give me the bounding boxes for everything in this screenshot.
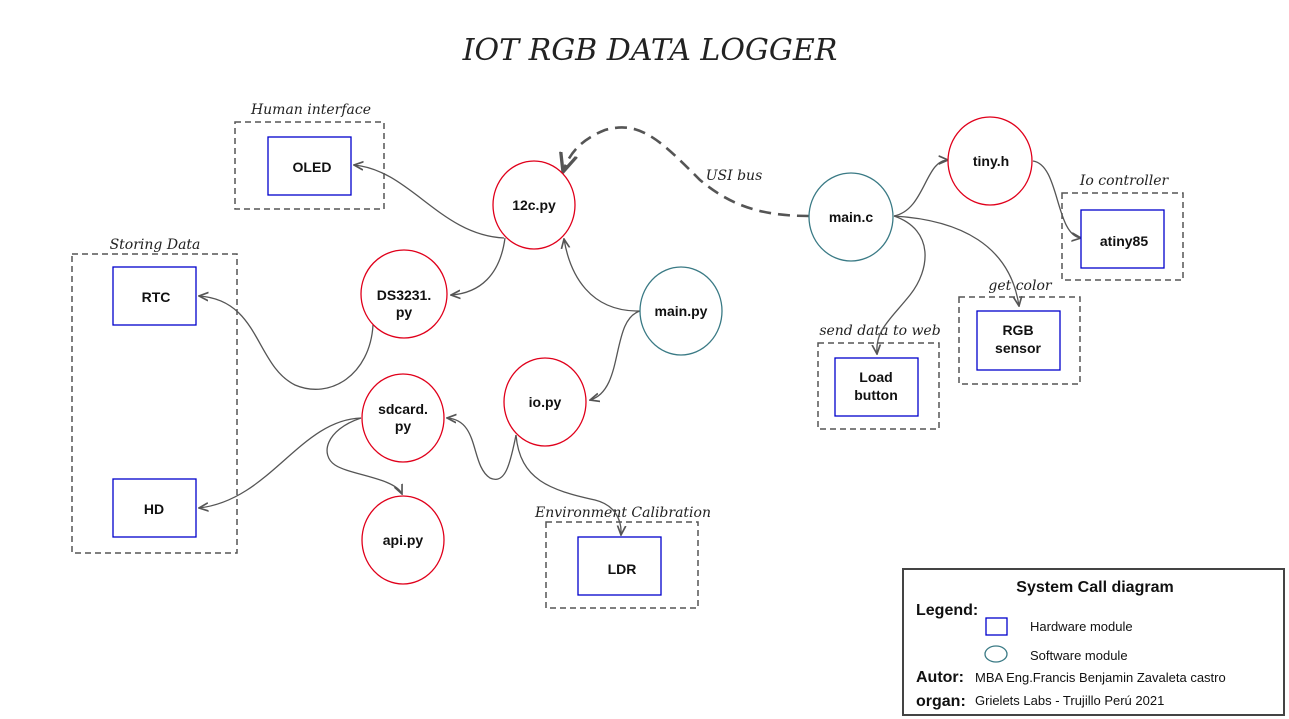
hardware-label-load-line2: button [854, 387, 898, 403]
legend-autor-value: MBA Eng.Francis Benjamin Zavaleta castro [975, 670, 1226, 685]
hardware-label-rtc: RTC [142, 289, 171, 305]
software-label-api: api.py [383, 532, 424, 548]
software-node-i2c [492, 160, 576, 250]
software-label-mainc: main.c [829, 209, 874, 225]
hardware-node-load-button [834, 357, 919, 417]
hardware-node-rgb-sensor [976, 310, 1061, 371]
hardware-node-ldr [577, 536, 662, 596]
group-storing-data [71, 253, 238, 554]
legend-heading: System Call diagram [1016, 579, 1173, 596]
legend-organ-label: organ: [916, 693, 966, 710]
edge-mainc-to-load [877, 215, 926, 354]
group-label-send-data: send data to web [819, 323, 940, 339]
hardware-label-atiny85: atiny85 [1100, 233, 1148, 249]
legend-box [902, 568, 1285, 716]
edge-io-to-sdcard [447, 418, 517, 481]
legend-label: Legend: [916, 602, 978, 619]
group-human-interface [234, 121, 385, 210]
legend-software-label: Software module [1030, 648, 1128, 663]
hardware-node-hd [112, 478, 197, 538]
legend-software-swatch [984, 645, 1008, 663]
edge-label-usi-bus: USI bus [706, 168, 763, 184]
edge-mainpy-to-i2c [564, 239, 641, 312]
hardware-label-rgb-line2: sensor [995, 340, 1041, 356]
hardware-label-ldr: LDR [608, 561, 637, 577]
hardware-node-oled [267, 136, 352, 196]
edge-mainpy-to-io [590, 310, 641, 400]
hardware-label-oled: OLED [293, 159, 332, 175]
hardware-node-atiny85 [1080, 209, 1165, 269]
software-label-sd-line1: sdcard. [378, 401, 428, 417]
software-label-io: io.py [529, 394, 562, 410]
software-label-ds-line1: DS3231. [377, 287, 431, 303]
group-label-io-controller: Io controller [1079, 173, 1170, 189]
edge-sdcard-to-hd [199, 417, 362, 508]
edge-usi-bus [563, 126, 810, 218]
group-environment [545, 521, 699, 609]
software-node-io [503, 357, 587, 447]
software-node-api [361, 495, 445, 585]
software-label-i2c: 12c.py [512, 197, 556, 213]
legend-hardware-label: Hardware module [1030, 619, 1133, 634]
software-label-sd-line2: py [395, 418, 412, 434]
diagram-title: IOT RGB DATA LOGGER [462, 33, 838, 68]
software-label-mainpy: main.py [655, 303, 708, 319]
group-send-data [817, 342, 940, 430]
edge-tinyh-to-atiny85 [1032, 160, 1081, 238]
group-label-environment: Environment Calibration [534, 505, 711, 521]
legend-organ-value: Grielets Labs - Trujillo Perú 2021 [975, 693, 1164, 708]
software-node-tinyh [947, 116, 1033, 206]
hardware-label-load-line1: Load [859, 369, 892, 385]
edge-i2c-to-ds3231 [451, 237, 506, 295]
software-node-sdcard [361, 373, 445, 463]
legend-hardware-swatch [985, 617, 1008, 636]
group-label-get-color: get color [988, 278, 1052, 294]
group-label-human-interface: Human interface [250, 102, 371, 118]
edge-i2c-to-oled [354, 165, 505, 239]
edge-ds3231-to-rtc [199, 296, 374, 390]
hardware-label-hd: HD [144, 501, 164, 517]
software-node-ds3231 [360, 249, 448, 339]
legend-autor-label: Autor: [916, 669, 964, 686]
software-label-tinyh: tiny.h [973, 153, 1009, 169]
group-io-controller [1061, 192, 1184, 281]
software-node-mainc [808, 172, 894, 262]
group-label-storing-data: Storing Data [110, 237, 201, 253]
software-label-ds-line2: py [396, 304, 413, 320]
edge-mainc-to-tinyh [893, 160, 948, 217]
edge-sdcard-to-api [326, 417, 402, 494]
edge-mainc-to-rgb [893, 215, 1019, 306]
hardware-node-rtc [112, 266, 197, 326]
hardware-label-rgb-line1: RGB [1002, 322, 1033, 338]
edge-io-to-ldr [515, 434, 621, 535]
software-node-mainpy [639, 266, 723, 356]
